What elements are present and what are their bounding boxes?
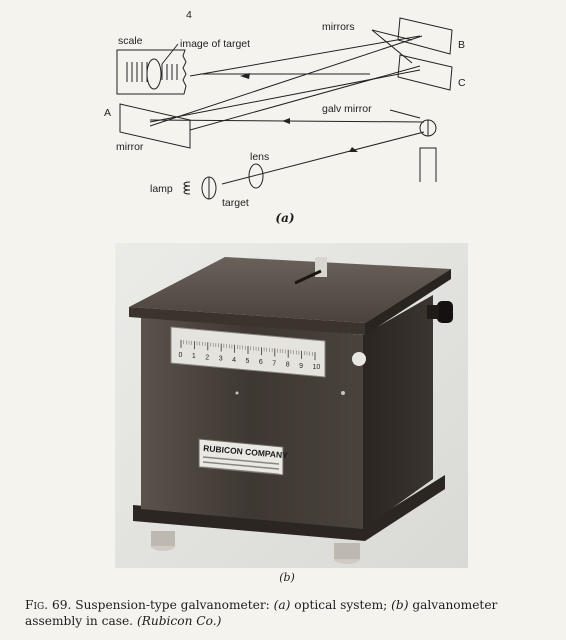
photo-scale-label: 1 <box>192 353 196 360</box>
lid-edge-front <box>129 307 365 335</box>
mirror-a <box>119 103 191 149</box>
nameplate-fineprint <box>202 456 280 475</box>
screw <box>235 391 239 395</box>
caption-text-3: galvanometer assembly in case. <box>25 598 498 628</box>
label-scale: scale <box>118 35 143 47</box>
case-side <box>363 295 433 529</box>
label-target: target <box>222 197 249 209</box>
side-knob-base <box>427 305 439 319</box>
case-lid <box>129 257 451 323</box>
lid-lever <box>294 269 322 285</box>
optical-system-diagram: 4 scale image of target mirrors B C A mi… <box>104 9 466 209</box>
side-knob <box>437 301 453 323</box>
figure-number: Fig. 69. <box>25 598 72 612</box>
caption-credit: (Rubicon Co.) <box>136 614 222 628</box>
leader-mirrors-c <box>371 29 413 64</box>
label-lamp: lamp <box>150 183 173 195</box>
caption-text-2: optical system; <box>290 598 392 612</box>
scale-ticks <box>126 62 178 82</box>
image-of-target-ellipse <box>146 58 162 90</box>
label-lens: lens <box>250 151 269 163</box>
photo-scale-label: 0 <box>179 352 183 359</box>
caption-text-1: Suspension-type galvanometer: <box>71 598 274 612</box>
label-galv-mirror: galv mirror <box>322 103 372 115</box>
handwritten-mark: 4 <box>186 9 192 21</box>
mirror-c <box>397 54 453 91</box>
photo-scale-label: 7 <box>272 360 276 367</box>
foot-left-body <box>151 531 175 546</box>
nameplate <box>198 438 284 476</box>
label-mirror: mirror <box>116 141 144 153</box>
caption-ref-a: (a) <box>273 598 291 612</box>
scale-shape <box>116 49 187 95</box>
label-b: B <box>458 39 465 51</box>
photo-scale-labels: 0 1 2 3 4 5 6 7 8 9 10 <box>179 352 321 371</box>
label-mirrors: mirrors <box>322 21 355 33</box>
photo-scale-label: 10 <box>313 364 321 371</box>
photo-scale-label: 8 <box>286 362 290 369</box>
caption-a: (a) <box>275 211 295 225</box>
mirror-b <box>397 17 453 55</box>
leader-galv <box>389 109 421 119</box>
foot-right-body <box>334 543 360 559</box>
ray-arrows <box>240 73 358 152</box>
screw <box>341 391 345 395</box>
figure-caption: Fig. 69. Suspension-type galvanometer: (… <box>25 597 555 629</box>
label-c: C <box>458 77 466 89</box>
leader-image <box>161 43 179 65</box>
lid-edge-side <box>365 269 451 335</box>
lens <box>248 163 264 189</box>
front-side-knob <box>352 352 366 366</box>
caption-ref-b: (b) <box>391 598 409 612</box>
lamp-filament <box>183 181 191 195</box>
galv-suspension <box>419 147 437 182</box>
caption-b: (b) <box>279 571 295 584</box>
light-rays <box>149 35 425 185</box>
label-a: A <box>104 107 111 119</box>
photo-scale-label: 2 <box>205 354 209 361</box>
photo-scale-label: 6 <box>259 359 263 366</box>
label-image-of-target: image of target <box>180 38 250 50</box>
photo-scale-label: 5 <box>246 358 250 365</box>
photo-scale-label: 4 <box>232 357 236 364</box>
photo-scale-label: 3 <box>219 356 223 363</box>
photo-scale-ticks <box>180 339 316 361</box>
photo-scale-label: 9 <box>299 363 303 370</box>
